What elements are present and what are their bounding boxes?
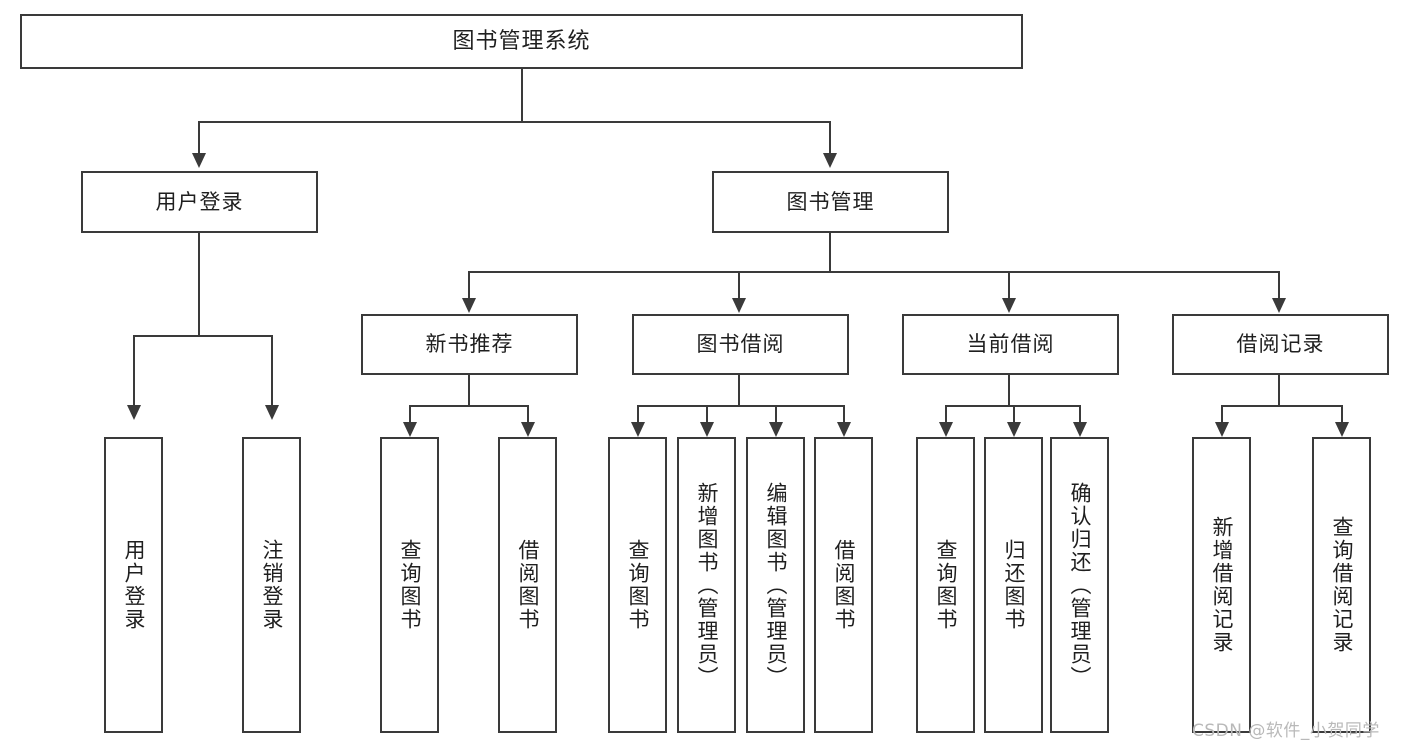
leaf-current-borrow-return[interactable]: 归还图书 — [984, 437, 1043, 733]
connector-current-borrow-to-leaf-3 — [1079, 405, 1081, 423]
connector-user-login-bar — [133, 335, 272, 337]
node-label: 借阅记录 — [1236, 332, 1325, 357]
node-label: 新增借阅记录 — [1209, 516, 1234, 654]
node-label: 图书借阅 — [696, 332, 785, 357]
connector-root-to-book-manage — [829, 121, 831, 153]
connector-book-borrow-to-leaf-2 — [706, 405, 708, 423]
node-book-management[interactable]: 图书管理 — [712, 171, 949, 233]
leaf-borrow-record-query[interactable]: 查询借阅记录 — [1312, 437, 1371, 733]
connector-new-book-bar — [409, 405, 528, 407]
connector-new-book-to-leaf-1 — [409, 405, 411, 423]
node-book-borrow[interactable]: 图书借阅 — [632, 314, 849, 375]
node-borrow-record[interactable]: 借阅记录 — [1172, 314, 1389, 375]
connector-book-borrow-bar — [637, 405, 844, 407]
connector-bm-to-borrow-record — [1278, 271, 1280, 299]
connector-book-management-bar — [468, 271, 1278, 273]
connector-current-borrow-to-leaf-1 — [945, 405, 947, 423]
node-label: 注销登录 — [259, 539, 284, 631]
arrowhead-user-login-to-leaf-2 — [265, 405, 279, 420]
connector-root-stem — [521, 69, 523, 122]
connector-current-borrow-to-leaf-2 — [1013, 405, 1015, 423]
leaf-book-borrow-query[interactable]: 查询图书 — [608, 437, 667, 733]
connector-new-book-stem — [468, 375, 470, 406]
arrowhead-root-to-user-login — [192, 153, 206, 168]
connector-book-borrow-to-leaf-3 — [775, 405, 777, 423]
connector-user-login-stem — [198, 233, 200, 336]
connector-bm-to-book-borrow — [738, 271, 740, 299]
node-label: 借阅图书 — [515, 539, 540, 631]
arrowhead-current-borrow-to-leaf-3 — [1073, 422, 1087, 437]
arrowhead-bm-to-new-book — [462, 298, 476, 313]
arrowhead-bm-to-book-borrow — [732, 298, 746, 313]
node-root-system[interactable]: 图书管理系统 — [20, 14, 1023, 69]
node-label: 查询图书 — [625, 539, 650, 631]
arrowhead-book-borrow-to-leaf-2 — [700, 422, 714, 437]
node-label: 用户登录 — [121, 539, 146, 631]
leaf-book-borrow-lend[interactable]: 借阅图书 — [814, 437, 873, 733]
arrowhead-new-book-to-leaf-1 — [403, 422, 417, 437]
node-label: 当前借阅 — [966, 332, 1055, 357]
arrowhead-borrow-record-to-leaf-2 — [1335, 422, 1349, 437]
node-label: 新书推荐 — [425, 332, 514, 357]
node-label: 图书管理 — [786, 189, 875, 214]
node-label: 查询图书 — [933, 539, 958, 631]
connector-book-borrow-to-leaf-4 — [843, 405, 845, 423]
connector-new-book-to-leaf-2 — [527, 405, 529, 423]
arrowhead-bm-to-current-borrow — [1002, 298, 1016, 313]
node-label: 归还图书 — [1001, 539, 1026, 631]
arrowhead-book-borrow-to-leaf-4 — [837, 422, 851, 437]
leaf-user-login-logout[interactable]: 注销登录 — [242, 437, 301, 733]
connector-borrow-record-bar — [1221, 405, 1342, 407]
leaf-current-borrow-query[interactable]: 查询图书 — [916, 437, 975, 733]
arrowhead-borrow-record-to-leaf-1 — [1215, 422, 1229, 437]
arrowhead-user-login-to-leaf-1 — [127, 405, 141, 420]
csdn-watermark: CSDN @软件_小贺同学 — [1192, 721, 1380, 741]
node-label: 新增图书（管理员） — [694, 481, 719, 689]
node-label: 查询借阅记录 — [1329, 516, 1354, 654]
connector-book-borrow-stem — [738, 375, 740, 406]
connector-borrow-record-to-leaf-1 — [1221, 405, 1223, 423]
leaf-new-book-borrow[interactable]: 借阅图书 — [498, 437, 557, 733]
arrowhead-book-borrow-to-leaf-1 — [631, 422, 645, 437]
connector-user-login-to-leaf-1 — [133, 335, 135, 405]
node-label: 借阅图书 — [831, 539, 856, 631]
connector-current-borrow-bar — [945, 405, 1080, 407]
connector-book-management-stem — [829, 233, 831, 272]
connector-current-borrow-stem — [1008, 375, 1010, 406]
leaf-book-borrow-edit[interactable]: 编辑图书（管理员） — [746, 437, 805, 733]
connector-borrow-record-stem — [1278, 375, 1280, 406]
connector-bm-to-new-book — [468, 271, 470, 299]
node-user-login[interactable]: 用户登录 — [81, 171, 318, 233]
leaf-user-login-login[interactable]: 用户登录 — [104, 437, 163, 733]
arrowhead-current-borrow-to-leaf-1 — [939, 422, 953, 437]
node-label: 用户登录 — [155, 189, 244, 214]
arrowhead-book-borrow-to-leaf-3 — [769, 422, 783, 437]
arrowhead-current-borrow-to-leaf-2 — [1007, 422, 1021, 437]
arrowhead-new-book-to-leaf-2 — [521, 422, 535, 437]
arrowhead-bm-to-borrow-record — [1272, 298, 1286, 313]
connector-borrow-record-to-leaf-2 — [1341, 405, 1343, 423]
leaf-borrow-record-add[interactable]: 新增借阅记录 — [1192, 437, 1251, 733]
node-current-borrow[interactable]: 当前借阅 — [902, 314, 1119, 375]
connector-root-bar — [198, 121, 831, 123]
node-label: 确认归还（管理员） — [1067, 481, 1092, 689]
connector-book-borrow-to-leaf-1 — [637, 405, 639, 423]
arrowhead-root-to-book-manage — [823, 153, 837, 168]
node-label: 查询图书 — [397, 539, 422, 631]
connector-user-login-to-leaf-2 — [271, 335, 273, 405]
leaf-book-borrow-add[interactable]: 新增图书（管理员） — [677, 437, 736, 733]
leaf-current-borrow-confirm-return[interactable]: 确认归还（管理员） — [1050, 437, 1109, 733]
connector-root-to-user-login — [198, 121, 200, 153]
leaf-new-book-query[interactable]: 查询图书 — [380, 437, 439, 733]
node-label: 编辑图书（管理员） — [763, 481, 788, 689]
connector-bm-to-current-borrow — [1008, 271, 1010, 299]
node-label: 图书管理系统 — [452, 28, 591, 54]
node-new-book-recommend[interactable]: 新书推荐 — [361, 314, 578, 375]
